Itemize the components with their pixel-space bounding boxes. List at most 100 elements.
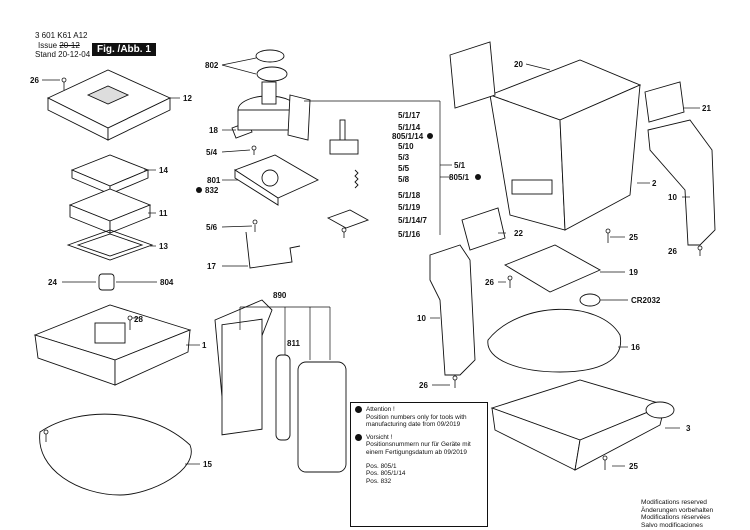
vorsicht-row: Vorsicht ! Positionsnummern nur für Gerä… — [355, 433, 483, 457]
label-804: 804 — [160, 278, 174, 287]
rotor-assembly-part — [237, 81, 311, 141]
battery-cover-part — [297, 361, 347, 473]
label-5-1-18: 5/1/18 — [398, 191, 421, 200]
label-811: 811 — [287, 339, 300, 348]
leader-lines — [42, 57, 700, 467]
label-24: 24 — [48, 278, 57, 287]
cable-part — [245, 231, 301, 269]
position-item: Pos. 832 — [366, 477, 392, 485]
label-10-right: 10 — [668, 193, 677, 202]
label-22-part — [461, 207, 506, 251]
issue-line: Issue 20-12 — [38, 41, 80, 50]
document-number: 3 601 K61 A12 — [35, 31, 88, 40]
attention-title: Attention ! — [366, 406, 395, 413]
label-890: 890 — [273, 291, 287, 300]
stand-value: 20-12-04 — [58, 50, 91, 59]
label-cr2032: CR2032 — [631, 296, 661, 305]
stand-line: Stand 20-12-04 — [35, 50, 90, 59]
label-5-1-19: 5/1/19 — [398, 203, 421, 212]
label-25-bottom: 25 — [629, 462, 638, 471]
position-item: Pos. 805/1/14 — [366, 470, 406, 478]
label-21-part — [644, 81, 685, 123]
label-20-part — [449, 41, 496, 109]
screw-parts — [43, 77, 703, 470]
ring-802-top — [255, 49, 285, 63]
label-13: 13 — [159, 242, 168, 251]
position-list: Pos. 805/1 Pos. 805/1/14 Pos. 832 — [366, 463, 483, 486]
circuit-board-part — [503, 244, 602, 293]
label-5-3: 5/3 — [398, 153, 410, 162]
label-5-5: 5/5 — [398, 164, 410, 173]
knob-part — [98, 273, 115, 291]
label-25-top: 25 — [629, 233, 638, 242]
holder-part — [329, 139, 359, 155]
battery-811-part — [275, 354, 291, 441]
frame-part — [68, 188, 152, 234]
modifications-line: Modifications reserved — [641, 499, 707, 506]
label-11: 11 — [159, 209, 168, 218]
label-5-1-16: 5/1/16 — [398, 230, 421, 239]
bullet-icon — [355, 406, 362, 413]
ring-802-bottom — [256, 66, 288, 82]
large-gasket-part — [39, 413, 192, 496]
label-14: 14 — [159, 166, 168, 175]
bullet-805-1 — [475, 174, 481, 180]
label-26-mid: 26 — [485, 278, 494, 287]
label-802: 802 — [205, 61, 219, 70]
label-18: 18 — [209, 126, 218, 135]
label-5-8: 5/8 — [398, 175, 410, 184]
modifications-line: Änderungen vorbehalten — [641, 506, 714, 514]
gasket-16-part — [487, 308, 622, 373]
label-805-1: 805/1 — [449, 173, 470, 182]
label-21: 21 — [702, 104, 711, 113]
label-15: 15 — [203, 460, 212, 469]
label-5-1: 5/1 — [454, 161, 466, 170]
modifications-line: Salvo modificaciones — [641, 521, 703, 529]
label-20: 20 — [514, 60, 523, 69]
bullet-832 — [196, 187, 202, 193]
label-12: 12 — [183, 94, 192, 103]
label-22: 22 — [514, 229, 523, 238]
label-1: 1 — [202, 341, 207, 350]
attention-text: Position numbers only for tools with man… — [366, 413, 467, 429]
label-5-6: 5/6 — [206, 223, 218, 232]
issue-label: Issue — [38, 41, 58, 50]
label-2: 2 — [652, 179, 657, 188]
label-10-left: 10 — [417, 314, 426, 323]
label-28: 28 — [134, 315, 143, 324]
attention-note: Attention ! Position numbers only for to… — [350, 402, 488, 527]
attention-row: Attention ! Position numbers only for to… — [355, 406, 483, 429]
stand-label: Stand — [35, 50, 56, 59]
position-item: Pos. 805/1 — [366, 462, 397, 470]
label-16: 16 — [631, 343, 640, 352]
main-housing-part — [488, 59, 642, 231]
vorsicht-text: Positionsnummern nur für Geräte mit eine… — [366, 441, 471, 456]
handle-left-part — [429, 244, 476, 376]
label-805-1-14: 805/1/14 — [392, 132, 424, 141]
label-26-right: 26 — [668, 247, 677, 256]
coin-battery-part — [579, 293, 601, 307]
bullet-805-1-14 — [427, 133, 433, 139]
gasket-part — [66, 229, 154, 261]
label-5-4: 5/4 — [206, 148, 218, 157]
glass-window-part — [70, 154, 150, 195]
figure-label: Fig. /Abb. 1 — [92, 43, 156, 56]
label-5-10: 5/10 — [398, 142, 414, 151]
plate-part — [326, 209, 370, 229]
label-5-1-17: 5/1/17 — [398, 111, 421, 120]
label-26-top: 26 — [30, 76, 39, 85]
label-5-1-14: 5/1/14 — [398, 123, 421, 132]
base-plate-part — [234, 154, 319, 206]
label-801: 801 — [207, 176, 221, 185]
label-5-1-14-7: 5/1/14/7 — [398, 216, 427, 225]
vorsicht-title: Vorsicht ! — [366, 433, 393, 441]
spring-part — [354, 169, 359, 189]
part-labels: 802 26 12 18 5/4 801 832 14 11 13 5/6 17… — [30, 60, 711, 471]
modifications-note: Modifications reserved Änderungen vorbeh… — [641, 499, 713, 529]
battery-box-part — [214, 299, 273, 436]
label-832: 832 — [205, 186, 219, 195]
bullet-icon — [355, 433, 362, 441]
label-3: 3 — [686, 424, 691, 433]
label-26-bottom: 26 — [419, 381, 428, 390]
